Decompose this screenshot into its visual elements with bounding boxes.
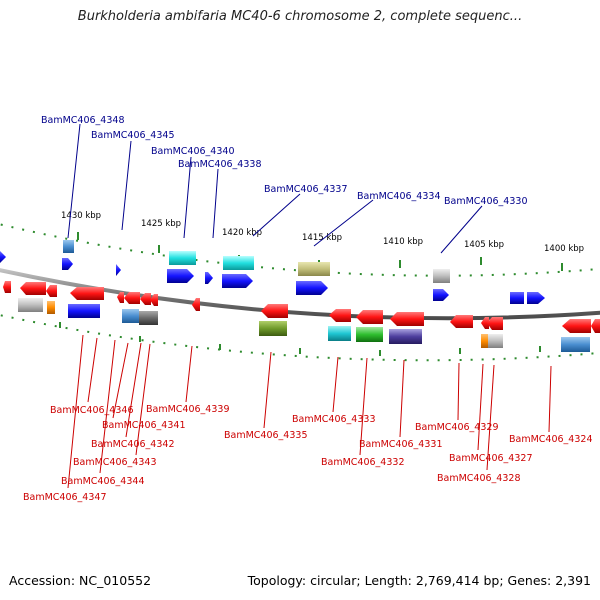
ruler-minor-ticks <box>59 322 541 356</box>
genome-summary: Topology: circular; Length: 2,769,414 bp… <box>247 573 591 588</box>
feature-steel-block[interactable] <box>561 337 590 352</box>
gene-label[interactable]: BamMC406_4333 <box>292 414 375 425</box>
reverse-cds-arrow[interactable] <box>140 293 151 305</box>
forward-cds-arrow[interactable] <box>222 274 253 288</box>
reverse-cds-arrow[interactable] <box>124 292 140 304</box>
gene-label[interactable]: BamMC406_4344 <box>61 476 144 487</box>
feature-steel-block[interactable] <box>63 240 74 253</box>
gene-label[interactable]: BamMC406_4328 <box>437 473 520 484</box>
reverse-cds-arrow[interactable] <box>481 317 489 329</box>
gene-label[interactable]: BamMC406_4332 <box>321 457 404 468</box>
gene-label[interactable]: BamMC406_4342 <box>91 439 174 450</box>
reverse-cds-arrow[interactable] <box>46 285 57 297</box>
reverse-cds-arrow[interactable] <box>329 309 351 322</box>
gene-label[interactable]: BamMC406_4331 <box>359 439 442 450</box>
accession-label: Accession: NC_010552 <box>9 573 152 588</box>
feature-blue-block[interactable] <box>68 304 100 318</box>
gene-label[interactable]: BamMC406_4327 <box>449 453 532 464</box>
gene-label[interactable]: BamMC406_4338 <box>178 159 261 170</box>
reverse-cds-arrow[interactable] <box>356 310 383 324</box>
forward-cds-arrow[interactable] <box>296 281 328 295</box>
chromosome-backbone <box>0 268 600 321</box>
forward-cds-arrow[interactable] <box>510 292 524 304</box>
gene-label[interactable]: BamMC406_4341 <box>102 420 185 431</box>
gene-label[interactable]: BamMC406_4347 <box>23 492 106 503</box>
ruler-track-upper <box>0 223 600 277</box>
ruler-label: 1425 kbp <box>141 219 181 229</box>
forward-cds-arrow[interactable] <box>0 251 6 263</box>
gene-label[interactable]: BamMC406_4345 <box>91 130 174 141</box>
ruler-label: 1400 kbp <box>544 244 584 254</box>
feature-olive-block[interactable] <box>298 262 330 276</box>
ruler-label: 1430 kbp <box>61 211 101 221</box>
feature-green-block[interactable] <box>356 327 383 342</box>
gene-label[interactable]: BamMC406_4346 <box>50 405 133 416</box>
forward-cds-arrow[interactable] <box>116 264 121 276</box>
feature-grey-block[interactable] <box>433 269 450 283</box>
reverse-cds-arrow[interactable] <box>261 304 288 318</box>
reverse-cds-arrow[interactable] <box>487 317 503 330</box>
forward-features <box>0 240 545 304</box>
gene-label[interactable]: BamMC406_4330 <box>444 196 527 207</box>
gene-label[interactable]: BamMC406_4343 <box>73 457 156 468</box>
reverse-features <box>3 281 600 352</box>
reverse-cds-arrow[interactable] <box>3 281 11 293</box>
ruler-label: 1410 kbp <box>383 237 423 247</box>
feature-grey-block[interactable] <box>18 298 43 312</box>
forward-cds-arrow[interactable] <box>205 272 213 284</box>
feature-cyan-block[interactable] <box>328 326 351 341</box>
reverse-cds-arrow[interactable] <box>562 319 591 333</box>
gene-label[interactable]: BamMC406_4334 <box>357 191 440 202</box>
reverse-cds-arrow[interactable] <box>192 298 200 311</box>
bottom-label-leaders <box>67 334 552 489</box>
feature-grey-block[interactable] <box>488 334 503 348</box>
forward-cds-arrow[interactable] <box>62 258 73 270</box>
feature-purple-block[interactable] <box>389 329 422 344</box>
feature-cyan-block[interactable] <box>223 256 254 270</box>
feature-orange-block[interactable] <box>47 301 55 314</box>
ruler-label: 1405 kbp <box>464 240 504 250</box>
gene-label[interactable]: BamMC406_4329 <box>415 422 498 433</box>
forward-cds-arrow[interactable] <box>167 269 194 283</box>
gene-label[interactable]: BamMC406_4339 <box>146 404 229 415</box>
ruler-track-lower <box>0 314 600 362</box>
map-title: Burkholderia ambifaria MC40-6 chromosome… <box>77 9 523 24</box>
feature-moss-block[interactable] <box>259 321 287 336</box>
gene-label[interactable]: BamMC406_4348 <box>41 115 124 126</box>
reverse-cds-arrow[interactable] <box>591 319 600 333</box>
reverse-cds-arrow[interactable] <box>20 282 46 295</box>
feature-orange-block[interactable] <box>481 334 488 348</box>
reverse-cds-arrow[interactable] <box>70 287 104 300</box>
feature-dark-block[interactable] <box>139 311 158 325</box>
reverse-cds-arrow[interactable] <box>117 292 124 303</box>
gene-label[interactable]: BamMC406_4335 <box>224 430 307 441</box>
gene-label[interactable]: BamMC406_4340 <box>151 146 234 157</box>
reverse-cds-arrow[interactable] <box>450 315 473 328</box>
ruler-label: 1415 kbp <box>302 233 342 243</box>
top-label-leaders <box>67 123 483 254</box>
feature-steel-block[interactable] <box>122 309 139 323</box>
gene-label[interactable]: BamMC406_4324 <box>509 434 592 445</box>
forward-cds-arrow[interactable] <box>433 289 449 301</box>
gene-label[interactable]: BamMC406_4337 <box>264 184 347 195</box>
reverse-cds-arrow[interactable] <box>390 312 424 326</box>
ruler-label: 1420 kbp <box>222 228 262 238</box>
feature-cyan-block[interactable] <box>169 251 196 265</box>
reverse-cds-arrow[interactable] <box>150 294 158 306</box>
forward-cds-arrow[interactable] <box>527 292 545 304</box>
